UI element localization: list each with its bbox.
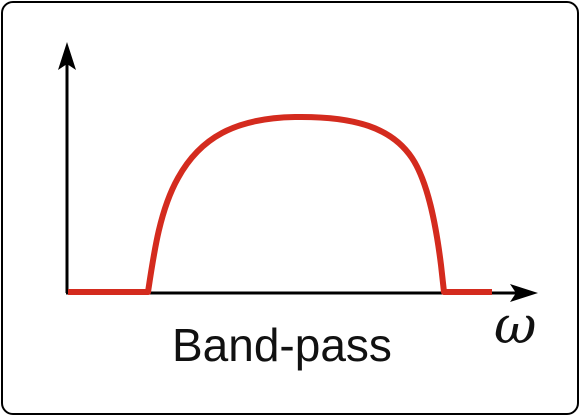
band-pass-curve <box>68 113 492 295</box>
x-axis-omega-label: ω <box>494 296 537 356</box>
diagram-frame <box>1 1 579 415</box>
x-axis-arrowhead <box>510 284 538 302</box>
filter-caption: Band-pass <box>172 319 392 371</box>
y-axis-arrowhead <box>58 42 76 70</box>
